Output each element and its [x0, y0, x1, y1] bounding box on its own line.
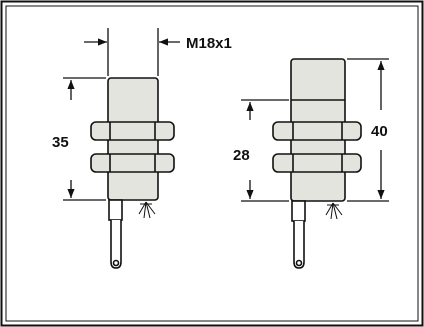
right-led-indicator-icon [325, 202, 343, 220]
right-sensor-cable-gland [291, 200, 306, 222]
right-total-height-label: 40 [371, 123, 388, 140]
left-sensor-nut-lower [90, 153, 175, 173]
thread-dimension [84, 28, 180, 76]
right-sensor-nut-lower [272, 153, 362, 173]
right-sensor [272, 58, 362, 269]
left-sensor-cable [110, 220, 122, 269]
right-inner-height-label: 28 [233, 147, 250, 164]
left-sensor-nut-upper [90, 121, 175, 141]
right-sensor-cable [293, 221, 305, 269]
left-height-label: 35 [52, 134, 69, 151]
left-sensor-cable-gland [108, 199, 123, 221]
inner-frame [5, 5, 419, 322]
right-sensor-nut-upper [272, 121, 362, 141]
right-total-height-dimension [347, 58, 389, 202]
thread-label: M18x1 [186, 35, 232, 52]
right-inner-height-dimension [241, 99, 289, 202]
left-height-dimension [63, 77, 106, 201]
left-led-indicator-icon [138, 201, 156, 219]
left-sensor [90, 77, 175, 269]
